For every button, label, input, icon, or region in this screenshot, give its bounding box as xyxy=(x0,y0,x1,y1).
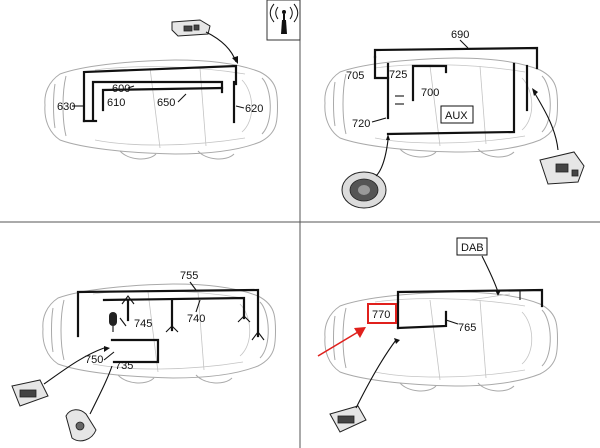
panel-dab-wiring: DAB 770 765 xyxy=(317,237,558,433)
label-755: 755 xyxy=(180,270,198,282)
wire-740 xyxy=(102,296,246,320)
label-770: 770 xyxy=(372,309,390,321)
wire-690 xyxy=(373,46,539,70)
wire-700 xyxy=(411,64,448,102)
panel-antenna-wiring: 600 610 630 650 620 xyxy=(44,0,301,160)
wire-650 xyxy=(101,86,224,112)
mic-icon xyxy=(109,312,117,332)
label-700: 700 xyxy=(421,87,439,99)
wire-720 xyxy=(386,62,516,136)
wire-dab xyxy=(396,288,544,308)
antenna-tower-icon xyxy=(266,0,301,41)
label-630: 630 xyxy=(57,101,75,113)
label-735: 735 xyxy=(115,360,133,372)
bracket-part xyxy=(65,409,97,442)
antenna-amplifier-part xyxy=(171,19,211,37)
label-765: 765 xyxy=(458,322,476,334)
speaker-part xyxy=(341,171,387,209)
label-745: 745 xyxy=(134,318,152,330)
label-720: 720 xyxy=(352,118,370,130)
wire-735 xyxy=(110,338,160,364)
red-arrow-icon xyxy=(317,327,366,357)
label-620: 620 xyxy=(245,103,263,115)
label-aux: AUX xyxy=(445,110,468,122)
label-600: 600 xyxy=(112,83,130,95)
label-650: 650 xyxy=(157,97,175,109)
panel-audio-wiring: 690 705 725 700 720 AUX xyxy=(324,29,585,209)
wire-600 xyxy=(82,64,238,123)
dab-label-box: DAB xyxy=(456,237,488,256)
camera-module-part xyxy=(11,379,49,407)
wire-705 xyxy=(373,55,390,80)
label-740: 740 xyxy=(187,313,205,325)
panel-camera-wiring: 755 745 740 750 735 xyxy=(11,270,276,442)
label-dab: DAB xyxy=(461,242,484,254)
label-690: 690 xyxy=(451,29,469,41)
label-725: 725 xyxy=(389,69,407,81)
label-610: 610 xyxy=(107,97,125,109)
aux-module-part xyxy=(539,151,585,185)
aux-label-box: AUX xyxy=(440,105,474,124)
label-705: 705 xyxy=(346,70,364,82)
wire-765 xyxy=(396,310,448,330)
highlight-770-box: 770 xyxy=(367,303,397,324)
wire-755 xyxy=(76,288,260,338)
dab-module-part xyxy=(329,405,367,433)
part-leader-600-amp xyxy=(205,31,237,63)
label-750: 750 xyxy=(85,354,103,366)
